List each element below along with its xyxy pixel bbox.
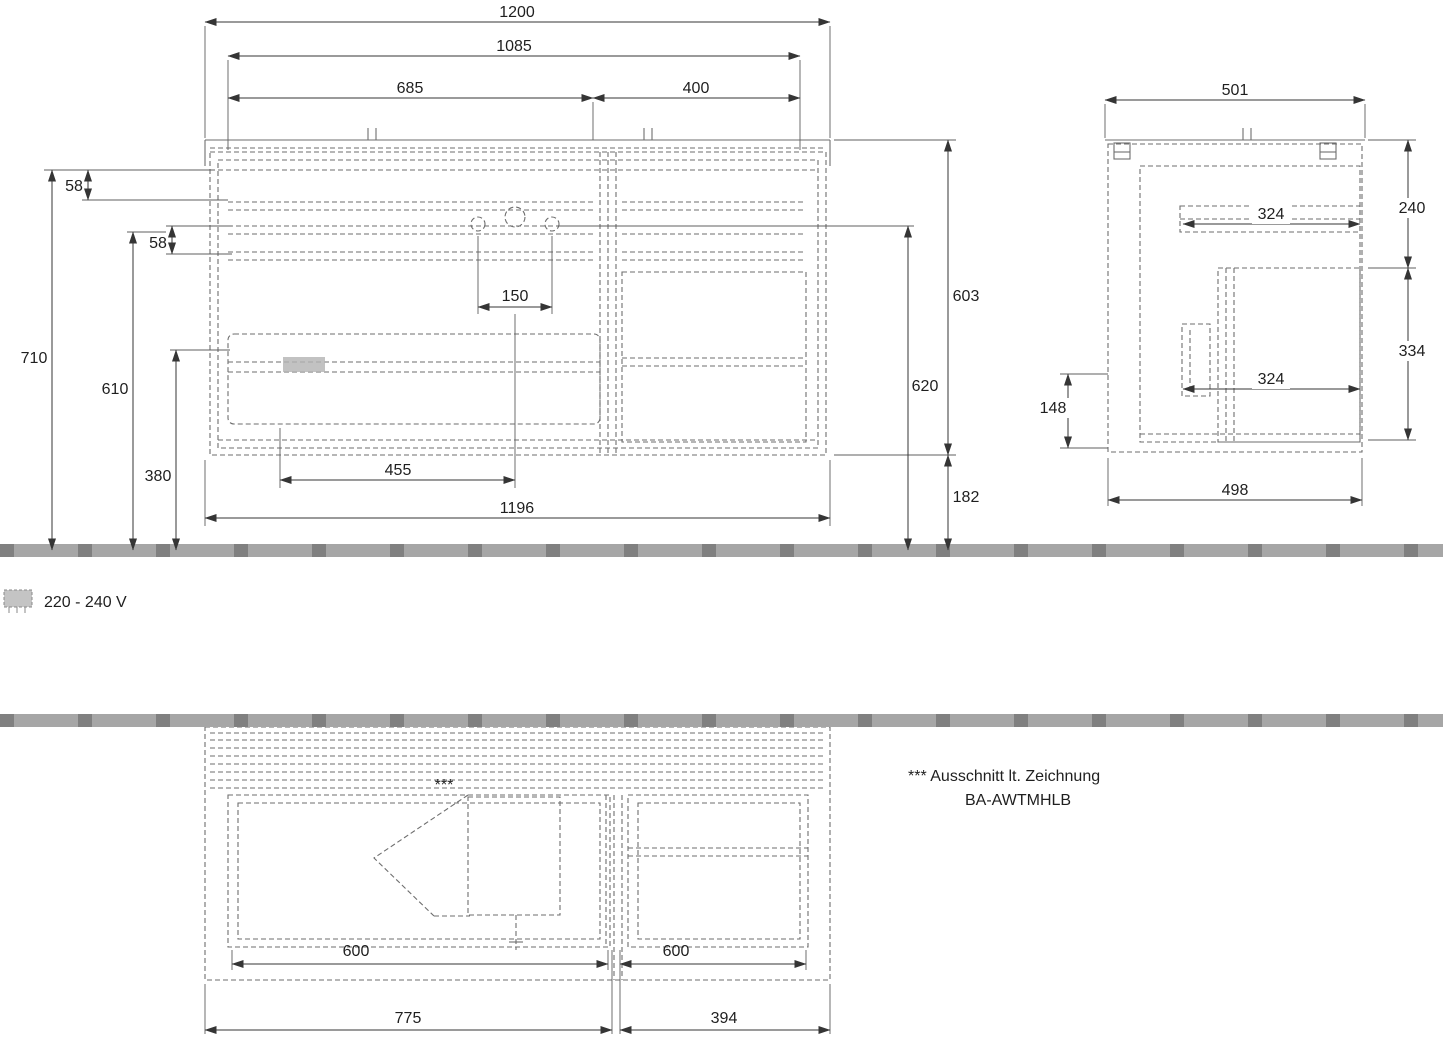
dim-501-label: 501 xyxy=(1222,82,1249,99)
dimension-lines xyxy=(48,18,1412,1034)
power-connection-symbol xyxy=(3,589,33,613)
dim-1196-label: 1196 xyxy=(500,500,535,517)
dim-455-label: 455 xyxy=(385,462,412,479)
dim-775-label: 775 xyxy=(395,1010,422,1027)
side-view-geometry xyxy=(1105,128,1365,453)
cutout-marker-label: *** xyxy=(435,777,454,794)
dim-58-top-label: 58 xyxy=(65,178,83,195)
note-line1: *** Ausschnitt lt. Zeichnung xyxy=(908,768,1100,785)
floor-line xyxy=(0,544,1443,557)
dim-1085-label: 1085 xyxy=(496,38,532,55)
dim-324-upper-label: 324 xyxy=(1258,206,1285,223)
dim-400-label: 400 xyxy=(683,80,710,97)
label-bg xyxy=(1034,398,1072,418)
label-bg xyxy=(1252,204,1290,224)
lower-wall-line xyxy=(0,714,1443,727)
dim-600-left-label: 600 xyxy=(343,943,370,960)
dim-148-label: 148 xyxy=(1040,400,1067,417)
label-bg xyxy=(1393,341,1431,361)
dim-603-label: 603 xyxy=(953,288,980,305)
label-bg xyxy=(1252,369,1290,389)
dim-710-label: 710 xyxy=(21,350,48,367)
plan-view-geometry xyxy=(204,726,831,981)
dim-240-label: 240 xyxy=(1399,200,1426,217)
note-line2: BA-AWTMHLB xyxy=(965,792,1071,809)
dim-334-label: 334 xyxy=(1399,343,1426,360)
dim-58-mid-label: 58 xyxy=(149,235,167,252)
dim-498-label: 498 xyxy=(1222,482,1249,499)
dim-150-label: 150 xyxy=(502,288,529,305)
dim-610-label: 610 xyxy=(102,381,129,398)
dim-620-label: 620 xyxy=(912,378,939,395)
dim-380-label: 380 xyxy=(145,468,172,485)
extension-lines xyxy=(44,26,1416,1034)
dim-394-label: 394 xyxy=(711,1010,738,1027)
dim-1200-label: 1200 xyxy=(499,4,535,21)
dim-182-label: 182 xyxy=(953,489,980,506)
dim-600-right-label: 600 xyxy=(663,943,690,960)
front-view-geometry xyxy=(204,128,831,456)
dim-685-label: 685 xyxy=(397,80,424,97)
power-voltage-label: 220 - 240 V xyxy=(44,594,127,611)
label-bg xyxy=(1393,198,1431,218)
dimension-labels: 1200 1085 685 400 58 58 710 610 380 150 … xyxy=(21,4,1431,1027)
dim-324-lower-label: 324 xyxy=(1258,371,1285,388)
